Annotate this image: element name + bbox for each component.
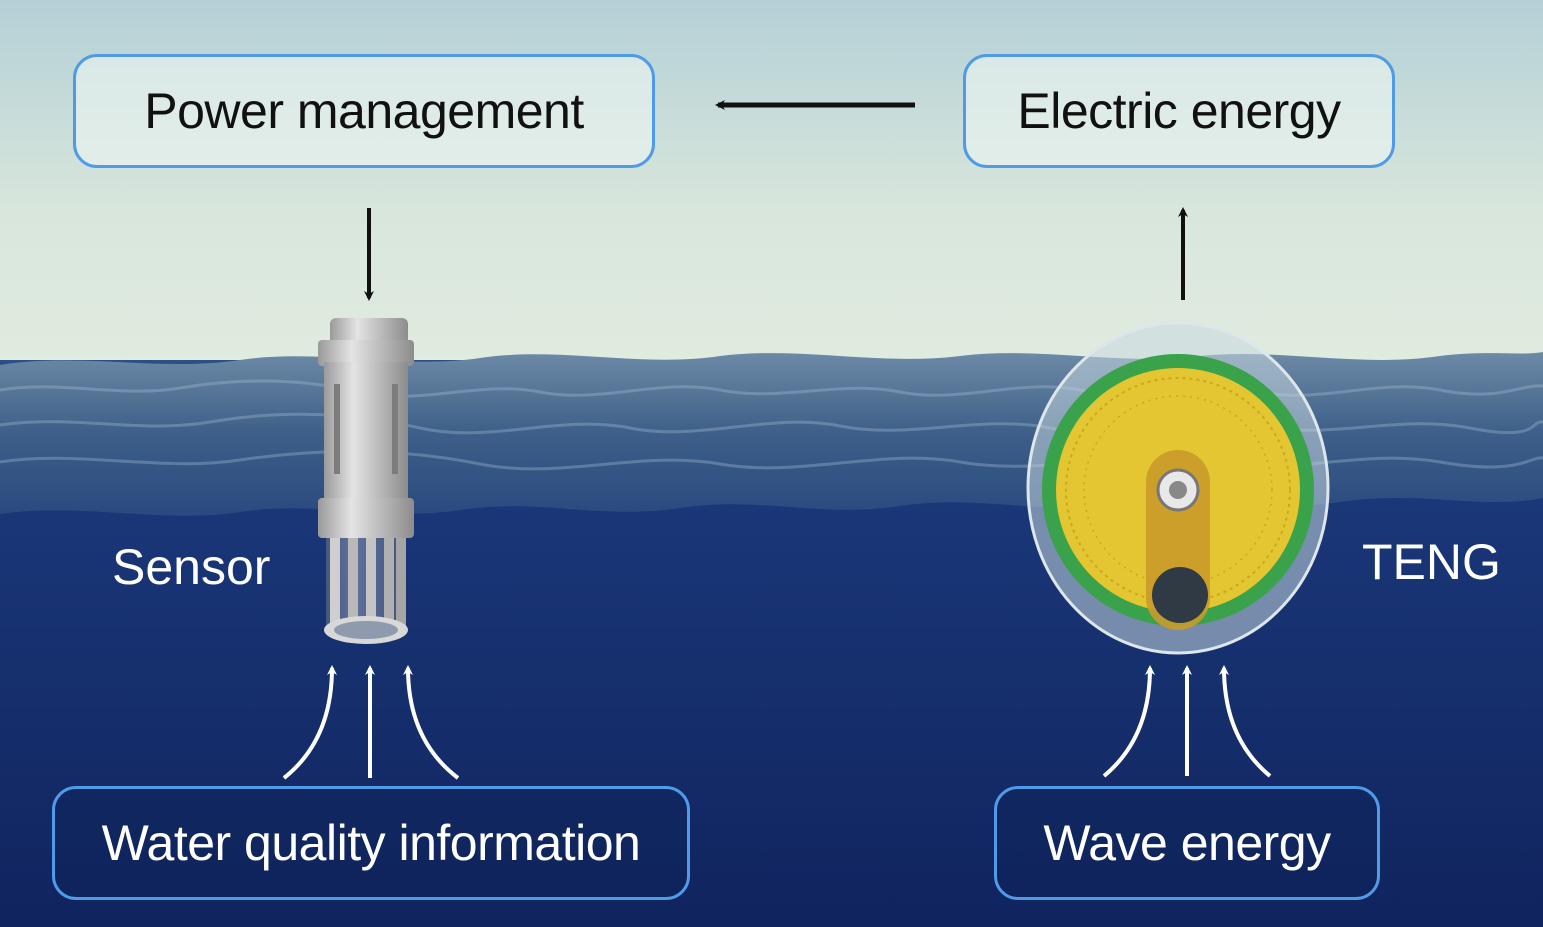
power-management-box: Power management [73,54,655,168]
teng-label: TENG [1362,534,1501,590]
arrow-water-left [282,665,337,780]
wave-energy-box: Wave energy [994,786,1380,900]
electric-energy-label: Electric energy [1017,83,1341,139]
water-quality-box: Water quality information [52,786,690,900]
sensor-label: Sensor [112,539,271,595]
teng-disk-icon [1026,321,1330,655]
water-quality-label: Water quality information [101,815,641,871]
power-management-label: Power management [144,83,584,139]
sensor-probe-icon [318,318,414,644]
electric-energy-box: Electric energy [963,54,1395,168]
wave-energy-label: Wave energy [1043,815,1331,871]
wave-highlights [0,379,1543,471]
arrow-water-right [403,665,460,780]
arrow-wave-left [1102,665,1155,778]
arrow-wave-right [1219,665,1272,778]
